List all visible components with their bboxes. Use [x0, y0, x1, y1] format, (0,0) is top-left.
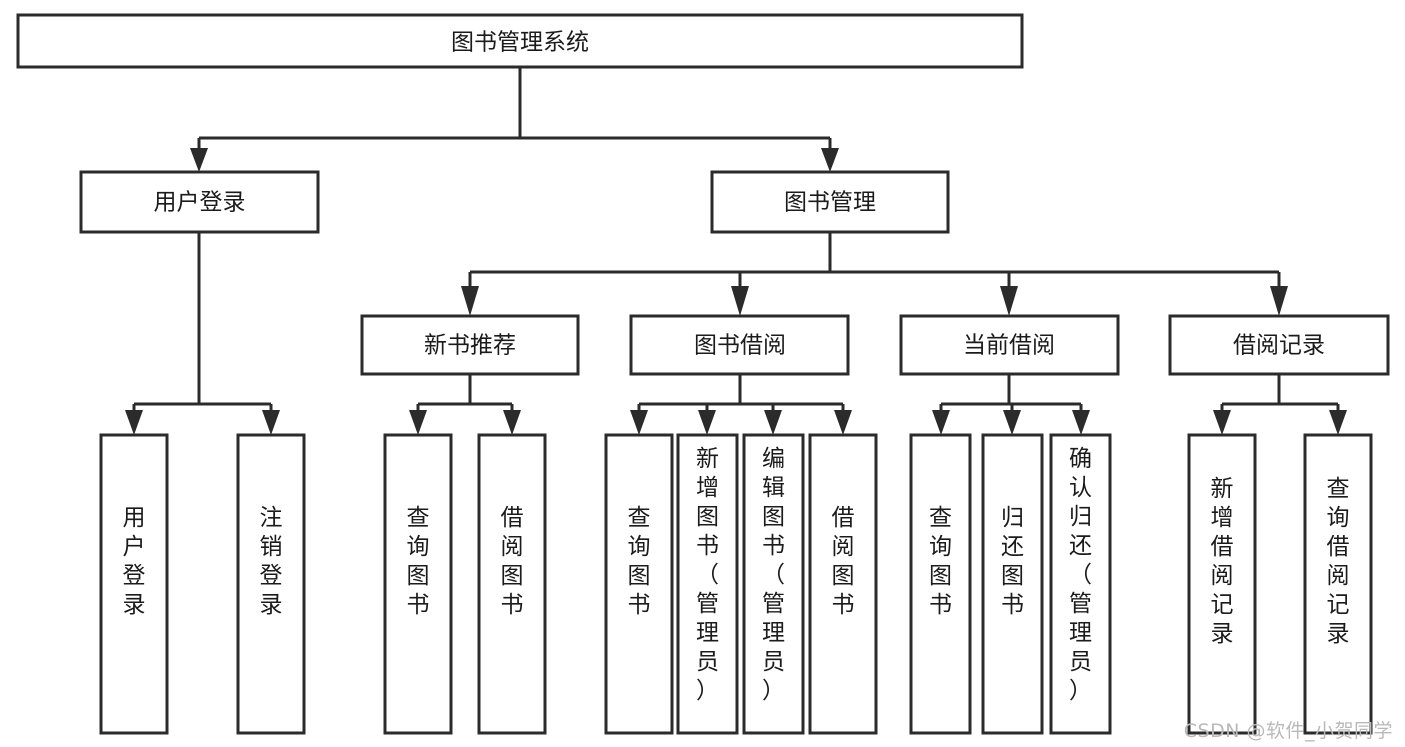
- arrow-to-leaf-query-book-3: [932, 410, 950, 435]
- node-leaf-add-book-label: 新增图书（管理员）: [696, 446, 719, 704]
- arrow-to-new-book-recommend: [461, 286, 479, 316]
- node-leaf-user-login-label: 用户登录: [123, 505, 146, 618]
- connector-layer: [125, 67, 1347, 435]
- arrow-to-leaf-add-record: [1213, 410, 1231, 435]
- node-leaf-confirm-return-label: 确认归还（管理员）: [1069, 446, 1092, 704]
- node-leaf-query-book-2-box[interactable]: [604, 433, 674, 735]
- node-leaf-query-book-2-label: 查询图书: [628, 505, 651, 618]
- node-borrow-record-box[interactable]: [1168, 314, 1390, 376]
- node-leaf-borrow-book-2-label: 借阅图书: [832, 505, 855, 618]
- node-leaf-edit-book-label: 编辑图书（管理员）: [762, 446, 785, 704]
- node-user-login-box[interactable]: [79, 170, 320, 234]
- node-leaf-query-book-3-label: 查询图书: [929, 505, 952, 618]
- arrow-to-book-borrow: [731, 286, 749, 316]
- node-leaf-return-book-label: 归还图书: [1001, 505, 1024, 618]
- arrow-to-leaf-return-book: [1003, 410, 1021, 435]
- node-leaf-logout[interactable]: 注销登录: [236, 433, 306, 735]
- arrow-to-book-manage: [821, 148, 839, 172]
- arrow-to-leaf-query-record: [1329, 410, 1347, 435]
- node-leaf-user-login-box[interactable]: [99, 433, 169, 735]
- node-leaf-borrow-book-2[interactable]: 借阅图书: [808, 433, 878, 735]
- node-leaf-query-book-2[interactable]: 查询图书: [604, 433, 674, 735]
- node-root-box[interactable]: [16, 13, 1024, 69]
- node-borrow-record[interactable]: 借阅记录: [1168, 314, 1390, 376]
- arrow-to-leaf-logout: [262, 410, 280, 435]
- node-leaf-query-book-1[interactable]: 查询图书: [383, 433, 453, 735]
- node-leaf-query-book-1-label: 查询图书: [407, 505, 430, 618]
- node-leaf-logout-box[interactable]: [236, 433, 306, 735]
- arrow-to-leaf-borrow-book-2: [834, 410, 852, 435]
- node-leaf-query-record-label: 查询借阅记录: [1327, 476, 1350, 647]
- node-book-manage-label: 图书管理: [784, 190, 876, 216]
- arrow-to-leaf-borrow-book-1: [503, 410, 521, 435]
- node-leaf-logout-label: 注销登录: [260, 505, 283, 618]
- node-book-borrow-box[interactable]: [629, 314, 850, 376]
- node-leaf-add-record-box[interactable]: [1187, 433, 1257, 735]
- node-leaf-query-book-3-box[interactable]: [909, 433, 972, 735]
- node-leaf-user-login[interactable]: 用户登录: [99, 433, 169, 735]
- arrow-to-leaf-edit-book: [764, 410, 782, 435]
- node-leaf-edit-book[interactable]: 编辑图书（管理员）: [742, 433, 805, 735]
- node-borrow-record-label: 借阅记录: [1233, 333, 1325, 359]
- node-book-borrow[interactable]: 图书借阅: [629, 314, 850, 376]
- node-new-book-recommend[interactable]: 新书推荐: [360, 314, 580, 376]
- arrow-to-borrow-record: [1270, 286, 1288, 316]
- node-book-manage-box[interactable]: [710, 170, 950, 234]
- node-book-borrow-label: 图书借阅: [694, 333, 786, 359]
- arrow-to-leaf-confirm-return: [1072, 410, 1090, 435]
- node-current-borrow-label: 当前借阅: [963, 333, 1055, 359]
- node-new-book-recommend-label: 新书推荐: [424, 333, 516, 359]
- arrow-to-leaf-user-login: [125, 410, 143, 435]
- node-user-login[interactable]: 用户登录: [79, 170, 320, 234]
- node-leaf-return-book[interactable]: 归还图书: [981, 433, 1044, 735]
- node-user-login-label: 用户登录: [154, 190, 246, 216]
- node-leaf-return-book-box[interactable]: [981, 433, 1044, 735]
- node-leaf-borrow-book-1-label: 借阅图书: [501, 505, 524, 618]
- node-root-system[interactable]: 图书管理系统: [16, 13, 1024, 69]
- node-leaf-edit-book-box[interactable]: [742, 433, 805, 735]
- node-leaf-add-record-label: 新增借阅记录: [1211, 476, 1234, 647]
- node-current-borrow-box[interactable]: [899, 314, 1120, 376]
- node-leaf-borrow-book-1[interactable]: 借阅图书: [477, 433, 547, 735]
- arrow-to-current-borrow: [1000, 286, 1018, 316]
- node-leaf-add-book[interactable]: 新增图书（管理员）: [676, 433, 739, 735]
- node-leaf-add-record[interactable]: 新增借阅记录: [1187, 433, 1257, 735]
- node-leaf-borrow-book-2-box[interactable]: [808, 433, 878, 735]
- arrow-to-leaf-query-book-1: [409, 410, 427, 435]
- node-leaf-borrow-book-1-box[interactable]: [477, 433, 547, 735]
- node-leaf-query-book-3[interactable]: 查询图书: [909, 433, 972, 735]
- arrow-to-leaf-query-book-2: [630, 410, 648, 435]
- node-root-label: 图书管理系统: [451, 30, 589, 56]
- node-book-manage[interactable]: 图书管理: [710, 170, 950, 234]
- arrow-to-user-login: [190, 148, 208, 172]
- node-leaf-query-book-1-box[interactable]: [383, 433, 453, 735]
- node-leaf-query-record-box[interactable]: [1303, 433, 1373, 735]
- node-current-borrow[interactable]: 当前借阅: [899, 314, 1120, 376]
- node-leaf-confirm-return-box[interactable]: [1049, 433, 1112, 735]
- node-leaf-confirm-return[interactable]: 确认归还（管理员）: [1049, 433, 1112, 735]
- arrow-to-leaf-add-book: [698, 410, 716, 435]
- node-leaf-add-book-box[interactable]: [676, 433, 739, 735]
- node-new-book-recommend-box[interactable]: [360, 314, 580, 376]
- node-leaf-query-record[interactable]: 查询借阅记录: [1303, 433, 1373, 735]
